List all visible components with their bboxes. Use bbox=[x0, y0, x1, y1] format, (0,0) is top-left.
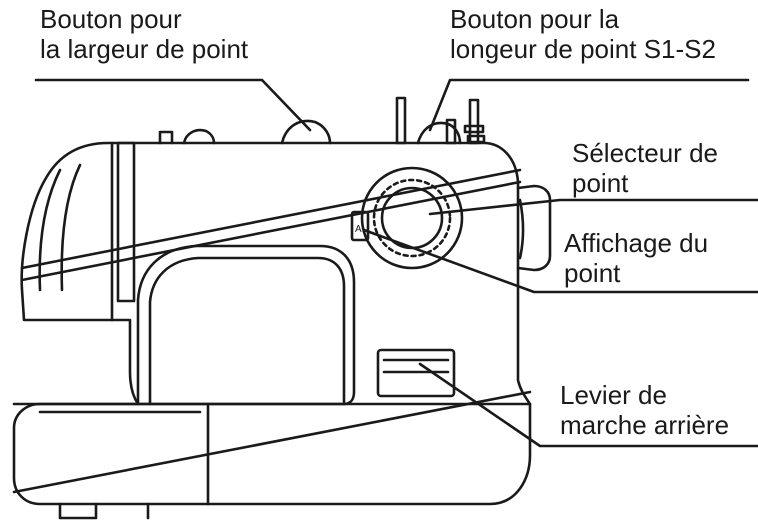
leader-pattern-selector bbox=[428, 198, 758, 216]
handwheel bbox=[516, 184, 552, 272]
stitch-display-letter: A bbox=[355, 224, 362, 235]
body-sash-upper bbox=[20, 168, 522, 270]
thread-tension-dial bbox=[182, 128, 216, 145]
label-stitch-length-line2: longeur de point S1-S2 bbox=[450, 34, 716, 64]
leader-stitch-width bbox=[34, 78, 312, 132]
small-top-knob bbox=[158, 130, 174, 145]
leader-stitch-display bbox=[362, 228, 758, 294]
stitch-display-window bbox=[350, 210, 370, 242]
label-reverse-lever: Levier de marche arrière bbox=[560, 380, 729, 440]
machine-body-outline bbox=[12, 141, 532, 506]
label-pattern-selector-line1: Sélecteur de bbox=[572, 138, 718, 168]
spool-pin-left bbox=[395, 96, 407, 145]
label-reverse-lever-line2: marche arrière bbox=[560, 410, 730, 440]
leader-stitch-length bbox=[428, 78, 750, 132]
label-stitch-length-knob: Bouton pour la longeur de point S1-S2 bbox=[450, 4, 716, 64]
label-pattern-selector-line2: point bbox=[572, 168, 629, 198]
stitch-width-knob bbox=[280, 119, 332, 145]
label-stitch-width-knob: Bouton pour la largeur de point bbox=[40, 4, 248, 64]
label-stitch-width-line2: la largeur de point bbox=[40, 34, 249, 64]
needle-bar bbox=[116, 141, 136, 303]
spool-pin-middle bbox=[445, 118, 457, 145]
label-stitch-length-line1: Bouton pour la bbox=[450, 4, 620, 34]
reverse-lever bbox=[376, 348, 456, 398]
pattern-selector-dial-outer bbox=[360, 166, 464, 270]
label-pattern-selector: Sélecteur de point bbox=[572, 138, 718, 198]
arm-opening bbox=[136, 244, 356, 406]
label-stitch-width-line1: Bouton pour bbox=[40, 4, 182, 34]
label-reverse-lever-line1: Levier de bbox=[560, 380, 667, 410]
base-sash bbox=[12, 390, 532, 494]
leader-reverse-lever bbox=[418, 362, 758, 448]
label-stitch-display-line2: point bbox=[564, 258, 621, 288]
label-stitch-display: Affichage du point bbox=[564, 228, 708, 288]
body-sash-lower bbox=[20, 180, 522, 282]
label-stitch-display-line1: Affichage du bbox=[564, 228, 709, 258]
